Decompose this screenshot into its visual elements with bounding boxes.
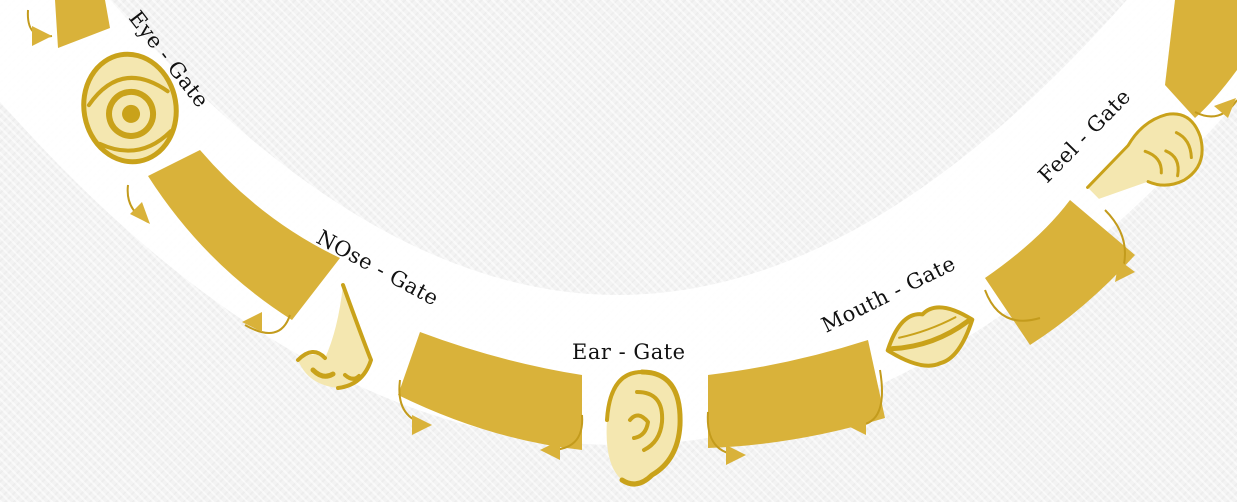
nose-icon bbox=[296, 283, 373, 390]
arrow-mouth-right bbox=[984, 289, 1044, 338]
band-segment-eye-nose bbox=[148, 150, 340, 320]
arrow-ear-right bbox=[706, 411, 746, 465]
band-segment-mouth-feel bbox=[985, 200, 1135, 345]
arrow-nose-right bbox=[398, 379, 432, 435]
arrow-ear-left bbox=[540, 414, 584, 460]
arrow-nose-left bbox=[242, 312, 291, 334]
ear-icon bbox=[605, 369, 683, 487]
pointing-hand-icon bbox=[1086, 112, 1204, 199]
lips-icon bbox=[885, 305, 975, 368]
eye-icon bbox=[81, 51, 179, 165]
arrow-mouth-left bbox=[846, 369, 883, 435]
band-segment-top-left bbox=[55, 0, 110, 48]
arrow-top-left bbox=[26, 9, 53, 46]
arrow-eye-left bbox=[126, 184, 150, 224]
band-segment-ear-mouth bbox=[708, 340, 885, 448]
arrow-feel-left bbox=[1104, 209, 1135, 282]
arrow-top-right bbox=[1194, 98, 1237, 118]
arrow-connectors bbox=[26, 9, 1237, 465]
band-segments bbox=[55, 0, 1237, 450]
band-segment-nose-ear bbox=[398, 332, 582, 450]
ear-gate-label: Ear - Gate bbox=[572, 340, 686, 364]
band-segment-top-right bbox=[1165, 0, 1237, 118]
